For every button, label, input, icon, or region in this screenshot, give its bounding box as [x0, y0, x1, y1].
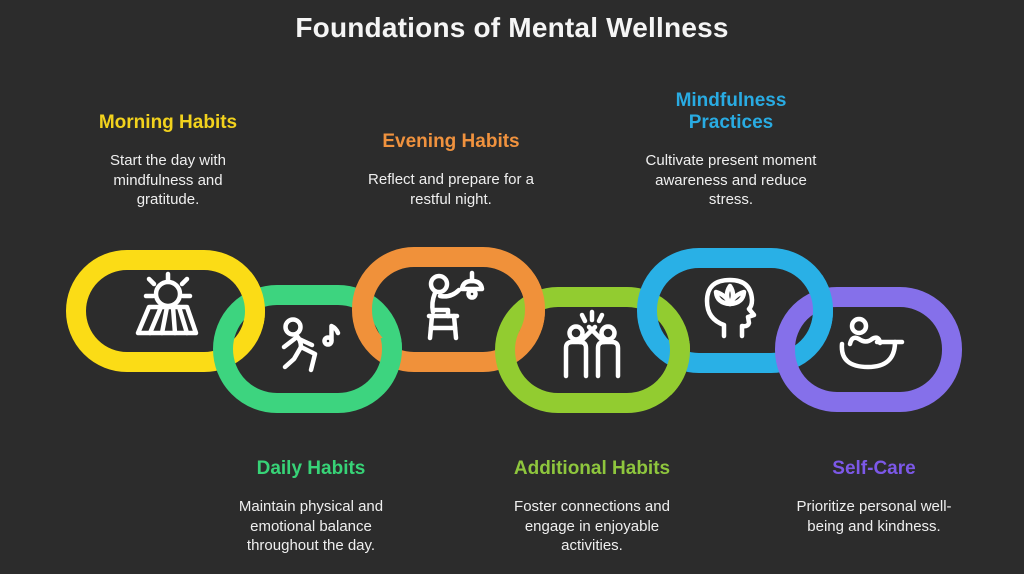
section-title-morning: Morning Habits	[98, 112, 238, 133]
section-mindfulness-practices: Mindfulness Practices Cultivate present …	[636, 90, 826, 210]
section-description-additional: Foster connections and engage in enjoyab…	[514, 498, 670, 554]
chain-weave-evening-over-additional	[514, 276, 545, 330]
sunrise-field-icon	[135, 271, 199, 336]
section-title-mindfulness-text: Mindfulness Practices	[675, 90, 787, 133]
section-daily-habits: Daily Habits Maintain physical and emoti…	[226, 458, 396, 556]
dancing-person-icon	[281, 317, 341, 373]
section-description-daily: Maintain physical and emotional balance …	[238, 498, 384, 554]
chain-weave-mindfulness-over-selfcare	[802, 275, 833, 328]
chain-link-selfcare	[775, 287, 962, 412]
chain-weave-daily-over-evening	[368, 338, 402, 394]
section-evening-habits: Evening Habits Reflect and prepare for a…	[361, 131, 541, 209]
person-bathing-icon	[839, 316, 905, 370]
head-lotus-icon	[704, 277, 757, 339]
person-on-stool-lamp-icon	[426, 270, 485, 341]
section-description-evening: Reflect and prepare for a restful night.	[368, 171, 534, 208]
section-additional-habits: Additional Habits Foster connections and…	[502, 458, 682, 556]
section-description-mindfulness: Cultivate present moment awareness and r…	[645, 152, 817, 208]
section-self-care: Self-Care Prioritize personal well-being…	[784, 458, 964, 536]
section-title-selfcare: Self-Care	[832, 458, 916, 479]
chain-weave-morning-over-daily	[236, 272, 265, 324]
section-title-evening: Evening Habits	[382, 131, 520, 152]
section-description-selfcare: Prioritize personal well-being and kindn…	[796, 498, 952, 535]
page-title: Foundations of Mental Wellness	[295, 12, 729, 43]
section-title-daily: Daily Habits	[256, 458, 366, 479]
high-five-icon	[563, 309, 621, 379]
section-title-mindfulness: Mindfulness Practices	[636, 90, 826, 134]
chain-weave-additional-over-mindfulness	[658, 341, 690, 395]
section-description-morning: Start the day with mindfulness and grati…	[110, 152, 226, 208]
section-morning-habits: Morning Habits Start the day with mindfu…	[93, 112, 243, 210]
section-title-additional: Additional Habits	[513, 458, 671, 479]
